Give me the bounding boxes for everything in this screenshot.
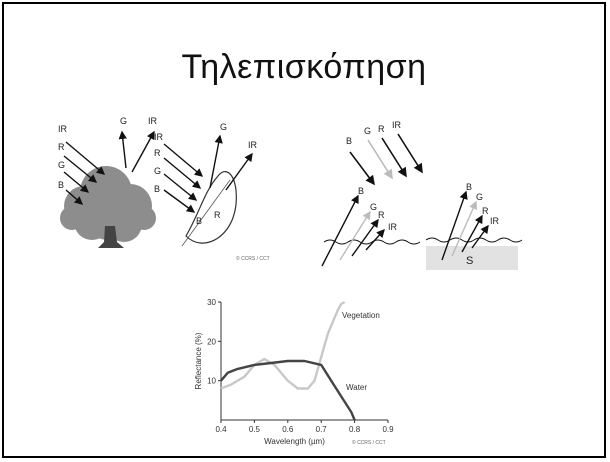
reflectance-chart: 0.4 0.5 0.6 0.7 0.8 0.9 10 20 30VegetationWaterW… [194, 298, 394, 446]
tree-out-label-ir: IR [148, 116, 158, 126]
x-tick-label: 0.5 [249, 425, 261, 434]
leaf-inside-label-r: R [214, 210, 221, 220]
water-in-label-r: R [378, 124, 385, 134]
water-surface-right [425, 237, 523, 243]
y-tick-label: 30 [207, 298, 216, 307]
water-surface-left [323, 239, 421, 245]
chart-text: 0.4 0.5 0.6 0.7 0.8 0.9 10 20 30VegetationWaterW… [194, 298, 394, 446]
tree-in-label-ir: IR [58, 124, 68, 134]
chart-credit: © CCRS / CCT [352, 439, 386, 446]
x-tick-label: 0.8 [349, 425, 361, 434]
leaf-icon [185, 171, 237, 244]
tree-canopy-icon [60, 166, 156, 242]
x-tick-label: 0.7 [316, 425, 328, 434]
water-out-label-g: G [370, 202, 377, 212]
water-right-out-label-b: B [466, 182, 472, 192]
slide-title: Τηλεπισκόπηση [181, 48, 427, 86]
water-out-label-b: B [358, 186, 364, 196]
x-tick-label: 0.4 [215, 425, 227, 434]
water-in-label-g: G [364, 126, 371, 136]
slide: Τηλεπισκόπηση [2, 2, 606, 458]
leaf-in-label-b: B [154, 184, 160, 194]
leaf-diagram: IR R G B G IR B R © CCRS / CCT [154, 122, 270, 262]
tree-in-label-b: B [58, 180, 64, 190]
x-tick-label: 0.9 [382, 425, 394, 434]
leaf-in-label-g: G [154, 166, 161, 176]
water-right-out-label-g: G [476, 192, 483, 202]
water-in-label-ir: IR [392, 120, 402, 130]
leaf-in-label-ir: IR [154, 132, 164, 142]
x-axis-label: Wavelength (µm) [264, 437, 325, 446]
chart-series [220, 300, 356, 421]
illustrations: IR R G B G IR IR R G B G IR B [58, 116, 523, 270]
water-out-label-r: R [378, 210, 385, 220]
chart-axes [218, 301, 389, 423]
water-right-out-label-ir: IR [490, 216, 500, 226]
series-line-vegetation [220, 300, 346, 390]
series-label-vegetation: Vegetation [342, 311, 380, 320]
series-line-water [220, 359, 356, 421]
water-right-out-label-r: R [482, 206, 489, 216]
leaf-in-label-r: R [154, 148, 161, 158]
leaf-credit: © CCRS / CCT [236, 255, 270, 262]
incoming-rays [349, 133, 423, 186]
tree-in-label-g: G [58, 160, 65, 170]
leaf-out-label-ir: IR [248, 140, 258, 150]
water-in-label-b: B [346, 136, 352, 146]
leaf-inside-label-b: B [196, 216, 202, 226]
y-axis-label: Reflectance (%) [194, 332, 203, 389]
y-tick-label: 10 [207, 377, 216, 386]
water-out-label-ir: IR [388, 222, 398, 232]
leaf-out-label-g: G [220, 122, 227, 132]
y-tick-label: 20 [207, 337, 216, 346]
water-diagram: B G R IR B G R IR S [321, 120, 523, 270]
series-label-water: Water [346, 383, 367, 392]
tree-in-label-r: R [58, 142, 65, 152]
sediment-layer [426, 246, 518, 270]
x-tick-label: 0.6 [282, 425, 294, 434]
tree-out-label-g: G [120, 116, 127, 126]
tree-trunk-icon [98, 226, 124, 248]
tree-diagram: IR R G B G IR [58, 116, 158, 248]
sediment-label: S [466, 255, 473, 267]
